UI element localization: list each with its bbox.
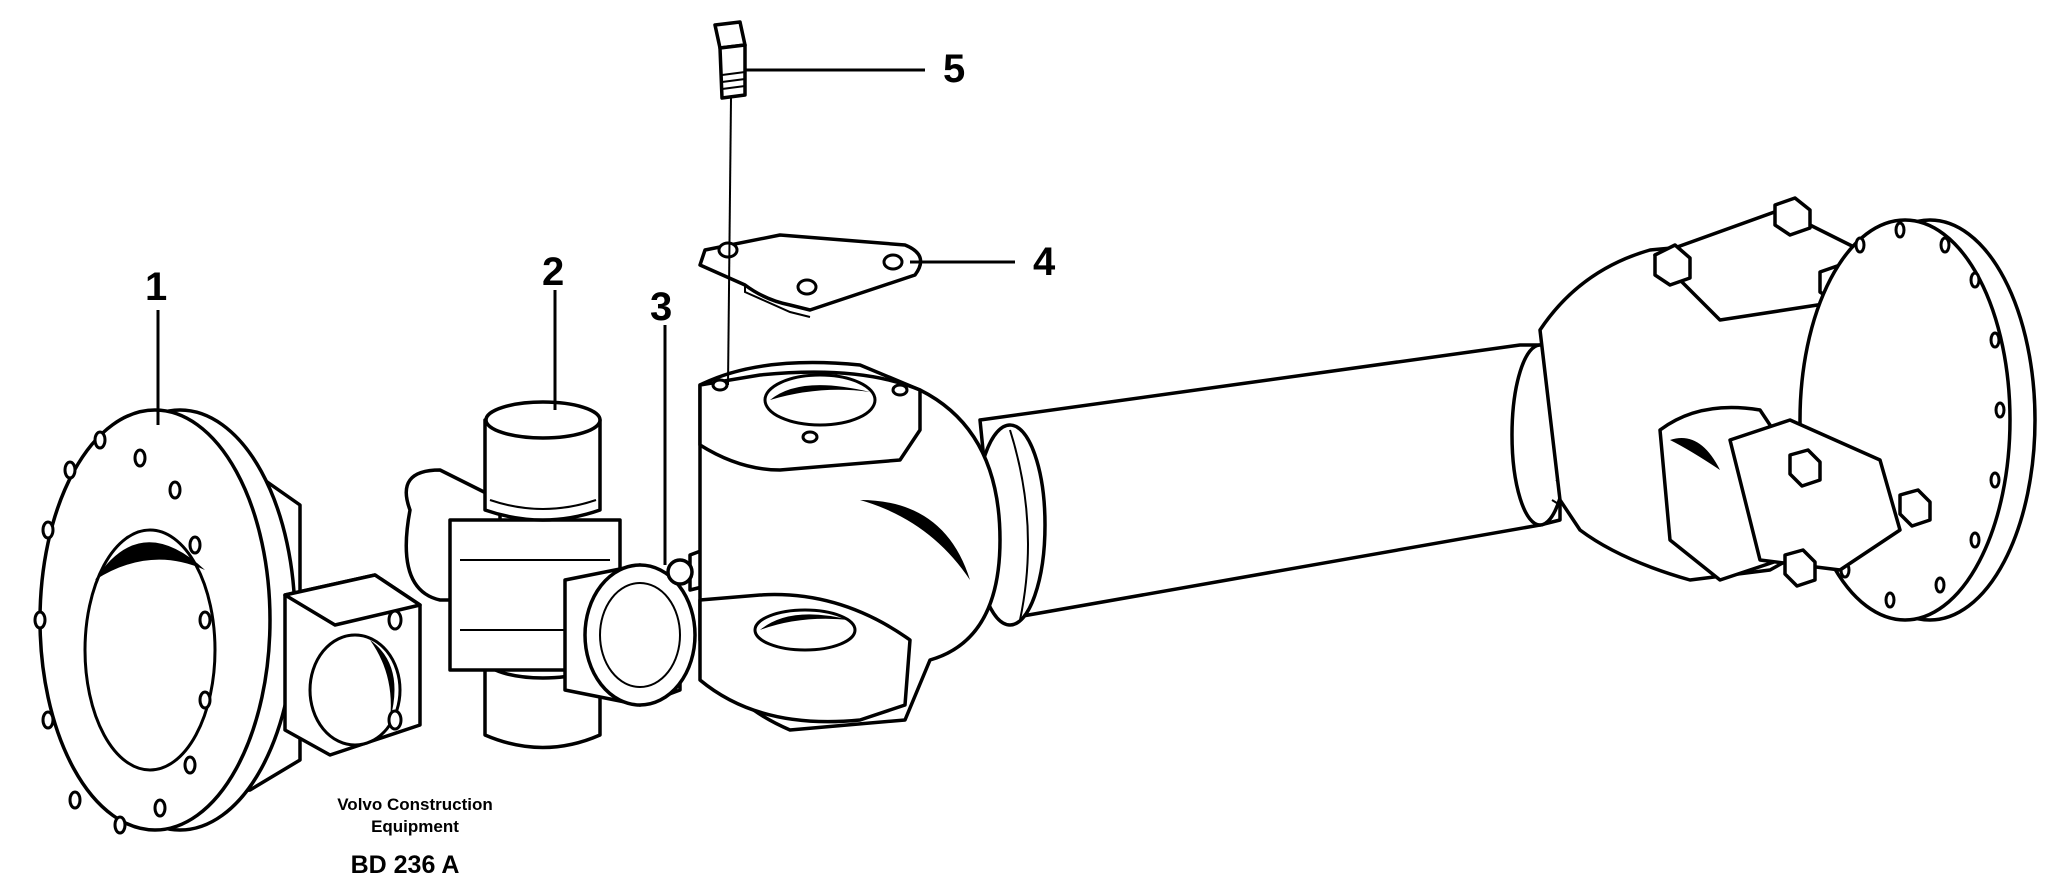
front-plate-bolt-heads bbox=[1783, 448, 1932, 588]
caption-line-2: Equipment bbox=[371, 817, 459, 836]
propeller-shaft-tube bbox=[973, 343, 1570, 627]
flange-bolt-holes bbox=[33, 430, 212, 835]
bolt-part-5 bbox=[713, 20, 747, 100]
callout-4: 4 bbox=[1033, 240, 1056, 284]
figure-code: BD 236 A bbox=[351, 851, 460, 879]
callout-1: 1 bbox=[145, 265, 167, 309]
callout-3: 3 bbox=[650, 285, 672, 329]
universal-joint-cross-part-2 bbox=[404, 400, 697, 750]
shaft-yoke-left bbox=[698, 360, 1002, 732]
figure-caption: Volvo Construction Equipment BD 236 A bbox=[337, 795, 493, 879]
flange-yoke-part-1 bbox=[33, 408, 422, 835]
assembly-axis bbox=[727, 97, 732, 386]
callout-5: 5 bbox=[943, 47, 965, 91]
caption-line-1: Volvo Construction bbox=[337, 795, 493, 814]
lock-plate-part-4 bbox=[698, 233, 923, 318]
right-flange bbox=[1728, 218, 2037, 622]
callout-2: 2 bbox=[542, 250, 564, 294]
leader-lines bbox=[156, 68, 1015, 565]
